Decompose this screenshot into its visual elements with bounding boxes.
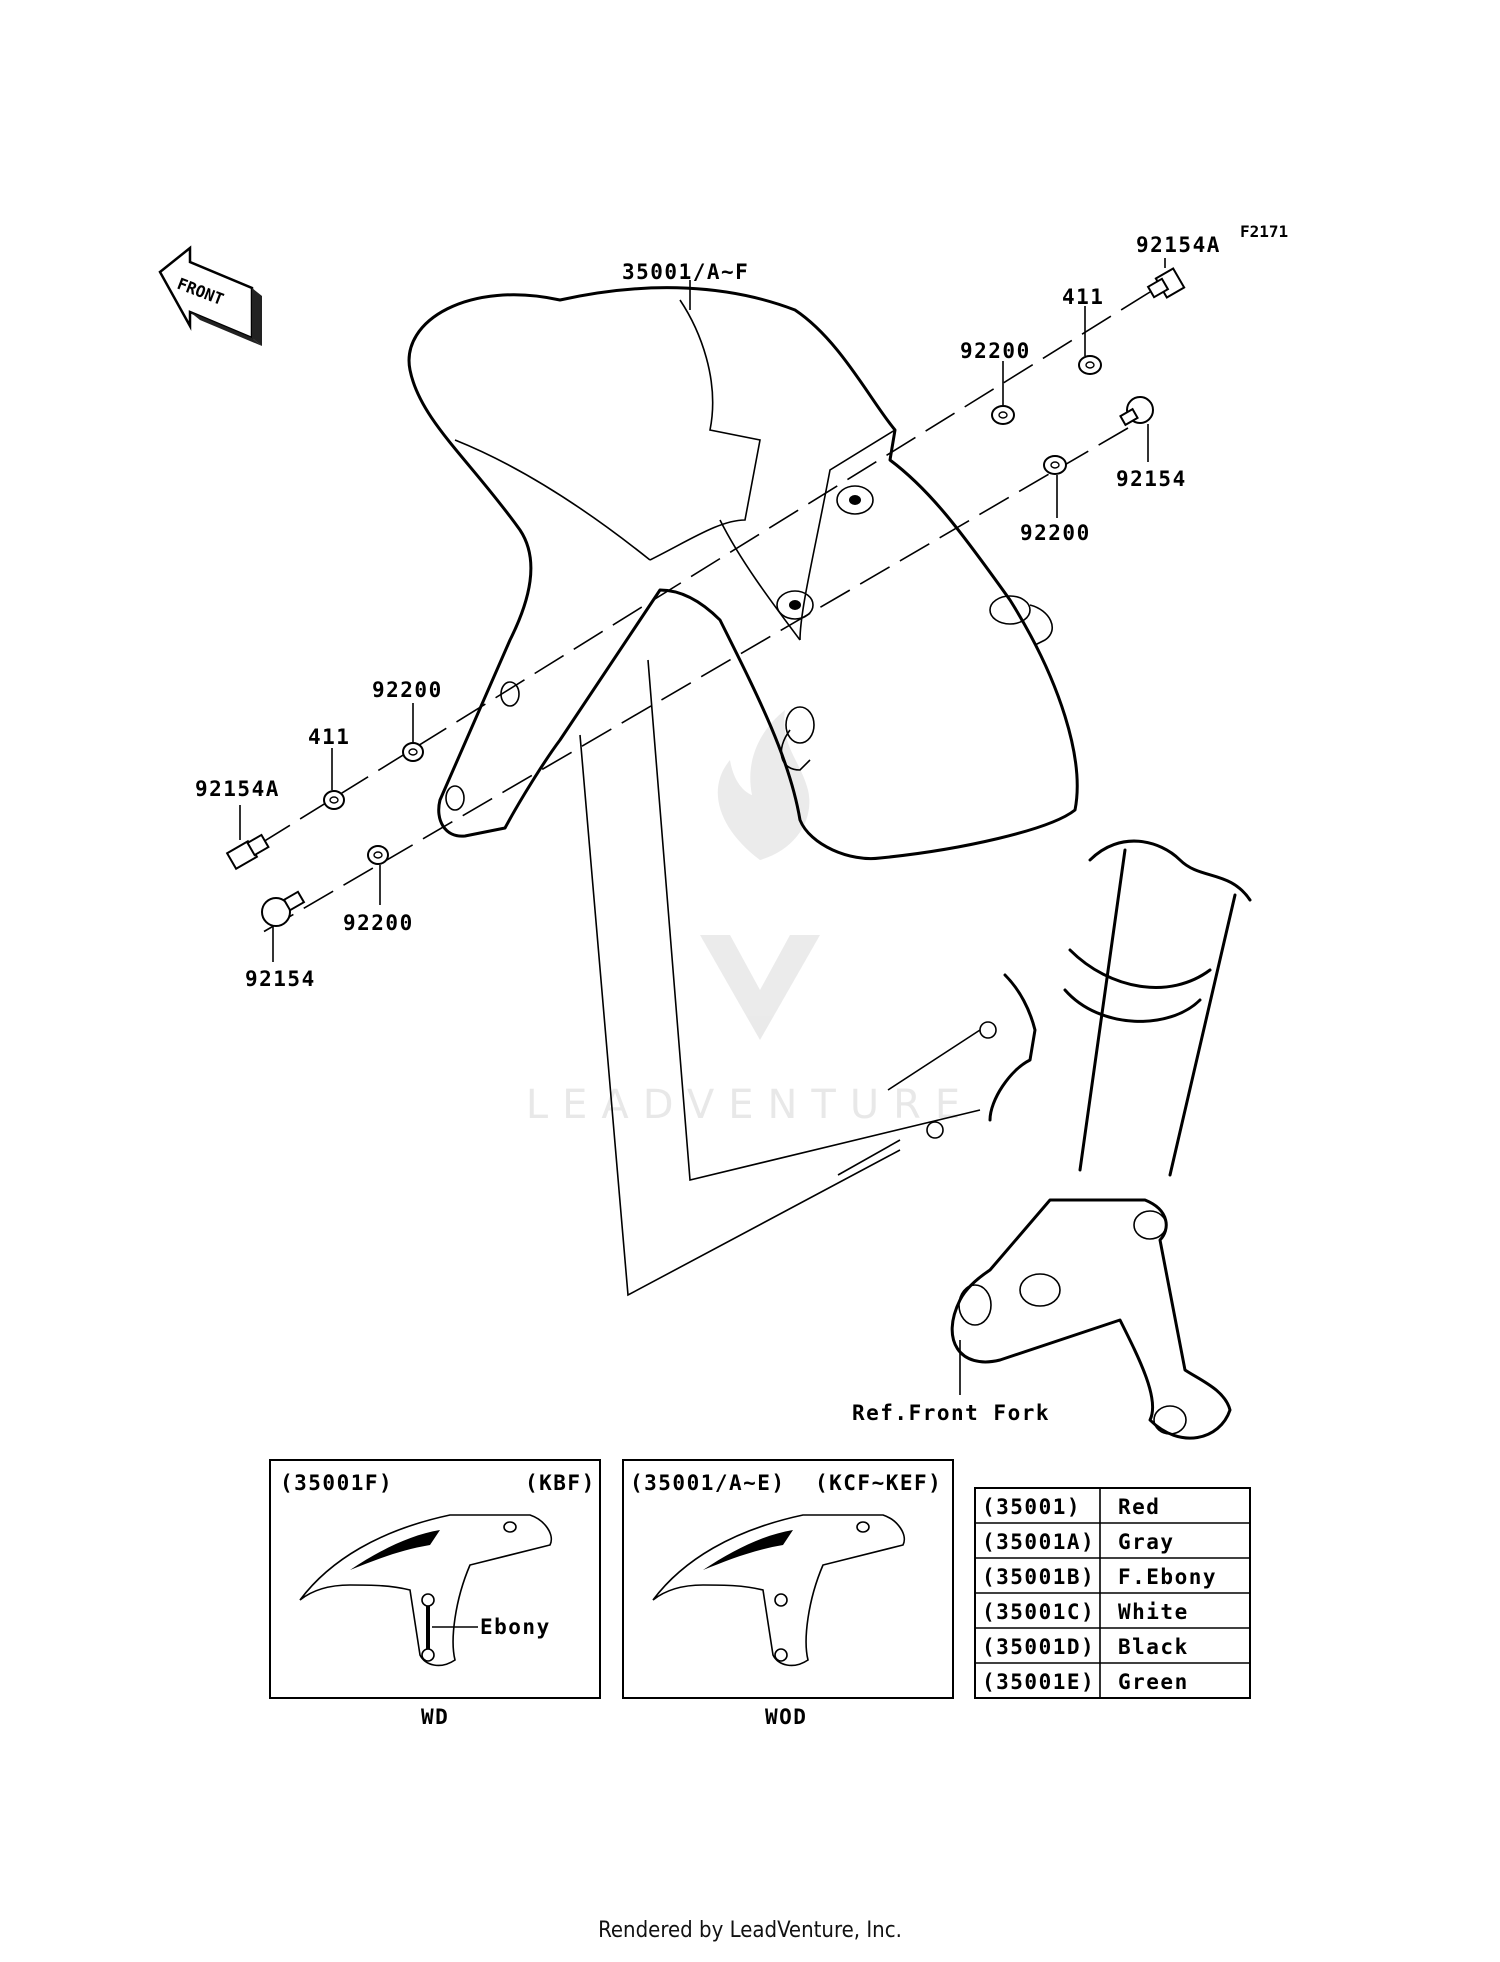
- callout-bolt-92154a-top: 92154A: [1136, 233, 1221, 257]
- reference-bracket-outline: [579, 659, 981, 1297]
- bolt-92154-top-icon: [1119, 396, 1154, 427]
- fastener-axis-lines: [249, 291, 1151, 1176]
- inset-wod: (35001/A~E) (KCF~KEF) WOD: [622, 1459, 954, 1729]
- washer-92200-top-icon: [991, 405, 1015, 425]
- washer-92200-left-icon: [402, 742, 424, 762]
- table-color-5: Green: [1118, 1670, 1189, 1694]
- callout-leaders: [239, 258, 1166, 962]
- callout-washer-92200-right: 92200: [1020, 521, 1091, 545]
- callout-washer-92200-bottom: 92200: [343, 911, 414, 935]
- table-color-4: Black: [1118, 1635, 1189, 1659]
- washer-411-top-icon: [1078, 355, 1102, 375]
- bolt-92154a-top-icon: [1146, 267, 1186, 299]
- table-part-2: (35001B): [982, 1565, 1095, 1589]
- table-color-2: F.Ebony: [1118, 1565, 1217, 1589]
- table-color-3: White: [1118, 1600, 1189, 1624]
- front-fender: [407, 286, 1079, 861]
- callout-washer-411-left: 411: [308, 725, 350, 749]
- leadventure-watermark: LEADVENTURE: [526, 710, 974, 1128]
- callout-washer-92200-top: 92200: [960, 339, 1031, 363]
- inset-wod-part: (35001/A~E): [630, 1471, 786, 1495]
- inset-wd-part: (35001F): [280, 1471, 393, 1495]
- table-part-5: (35001E): [982, 1670, 1095, 1694]
- figure-code: F2171: [1240, 222, 1288, 241]
- inset-wod-code: (KCF~KEF): [815, 1471, 942, 1495]
- callout-bolt-92154-bottom: 92154: [245, 967, 316, 991]
- callout-washer-92200-left: 92200: [372, 678, 443, 702]
- table-part-4: (35001D): [982, 1635, 1095, 1659]
- callout-bolt-92154a-left: 92154A: [195, 777, 280, 801]
- washer-92200-bottom-icon: [367, 845, 389, 865]
- inset-wd: (35001F) (KBF) Ebony WD: [269, 1459, 601, 1729]
- table-color-0: Red: [1118, 1495, 1160, 1519]
- footer-credit: Rendered by LeadVenture, Inc.: [598, 1918, 902, 1943]
- bolt-92154a-left-icon: [225, 833, 270, 871]
- front-fork: [926, 839, 1252, 1440]
- inset-wd-note: Ebony: [480, 1615, 551, 1639]
- callout-bolt-92154-top: 92154: [1116, 467, 1187, 491]
- table-part-3: (35001C): [982, 1600, 1095, 1624]
- washer-411-left-icon: [323, 790, 345, 810]
- table-part-1: (35001A): [982, 1530, 1095, 1554]
- bolt-92154-bottom-icon: [261, 890, 306, 927]
- inset-wod-caption: WOD: [765, 1705, 807, 1729]
- callout-front-fork-ref: Ref.Front Fork: [852, 1401, 1050, 1425]
- table-color-1: Gray: [1118, 1530, 1175, 1554]
- inset-wd-code: (KBF): [525, 1471, 596, 1495]
- washer-92200-right-icon: [1043, 455, 1067, 475]
- inset-wd-caption: WD: [421, 1705, 449, 1729]
- table-part-0: (35001): [982, 1495, 1081, 1519]
- front-arrow-icon: FRONT: [158, 245, 262, 346]
- callout-washer-411-top: 411: [1062, 285, 1104, 309]
- color-table: (35001) Red (35001A) Gray (35001B) F.Ebo…: [974, 1487, 1251, 1699]
- callout-fender: 35001/A~F: [622, 260, 749, 284]
- watermark-text: LEADVENTURE: [526, 1082, 974, 1128]
